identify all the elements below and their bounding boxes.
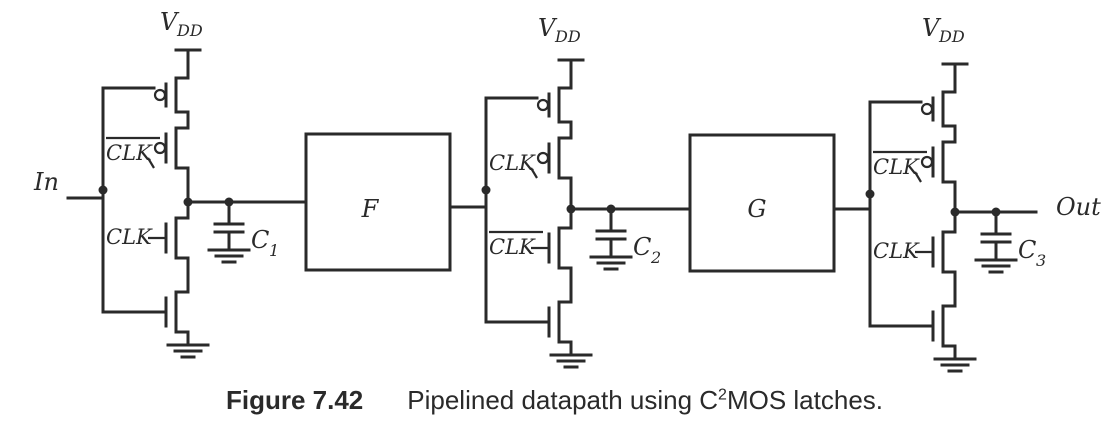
capacitor-label: C [251,226,269,254]
cap-ground [589,255,633,271]
output-junction [566,204,576,214]
ground-symbol [166,343,210,359]
pmos-clock-transistor [536,128,573,188]
pmos-data-transistor [153,68,190,122]
output-junction [950,207,960,217]
output-junction [183,197,193,207]
input-junction [865,189,875,199]
bubble [153,141,167,155]
vdd-label: V [922,14,942,42]
vdd-subscript: DD [176,21,203,40]
caption-text-after: MOS latches. [726,385,884,415]
clock-label-upper: CLK [873,155,920,179]
clock-label-upper: CLK [106,141,153,165]
ground-symbol [549,353,593,369]
nmos-clock-transistor [547,218,573,278]
logic-block-f [304,132,452,272]
clock-stub [914,171,922,183]
caption-number: Figure 7.42 [225,385,364,415]
cap-ground [974,258,1018,274]
nmos-data-transistor [164,282,190,342]
clock-label-upper: CLK [489,151,536,175]
logic-block-g-label: G [747,195,766,223]
pmos-clock-transistor [920,132,957,192]
capacitor-subscript: 1 [269,241,279,260]
caption-text-before: Pipelined datapath using C [407,385,719,415]
input-junction [481,185,491,195]
cap-ground [207,248,251,264]
bubble [920,155,934,169]
nmos-clock-transistor [931,222,957,282]
input-label: In [33,168,59,196]
vdd-label: V [160,8,180,36]
pmos-data-transistor [920,82,957,136]
capacitor-subscript: 3 [1036,251,1046,270]
vdd-subscript: DD [938,27,965,46]
bubble [153,88,167,102]
vdd-subscript: DD [554,27,581,46]
pmos-data-transistor [536,78,573,132]
output-label: Out [1056,193,1101,221]
nmos-data-transistor [547,292,573,352]
clock-stub [147,157,155,169]
capacitor-subscript: 2 [650,248,661,267]
bubble [920,102,934,116]
caption-superscript: 2 [718,386,727,404]
logic-block-f-label: F [361,195,380,223]
pmos-clock-transistor [153,118,190,178]
clock-label-lower: CLK [106,225,153,249]
capacitor-label: C [1018,236,1036,264]
logic-block-g [688,133,836,273]
ground-symbol [933,357,977,373]
vdd-label: V [538,14,558,42]
nmos-data-transistor [931,296,957,356]
clock-label-lower: CLK [873,239,920,263]
bubble [536,151,550,165]
figure-caption: Figure 7.42 Pipelined datapath using C2MO… [0,385,1109,416]
clock-label-lower: CLK [489,235,536,259]
caption-text: Pipelined datapath using C2MOS latches. [407,385,883,415]
capacitor-label: C [633,233,651,261]
bubble [536,98,550,112]
clock-stub [530,167,538,179]
nmos-clock-transistor [164,208,190,268]
input-junction [98,185,108,195]
